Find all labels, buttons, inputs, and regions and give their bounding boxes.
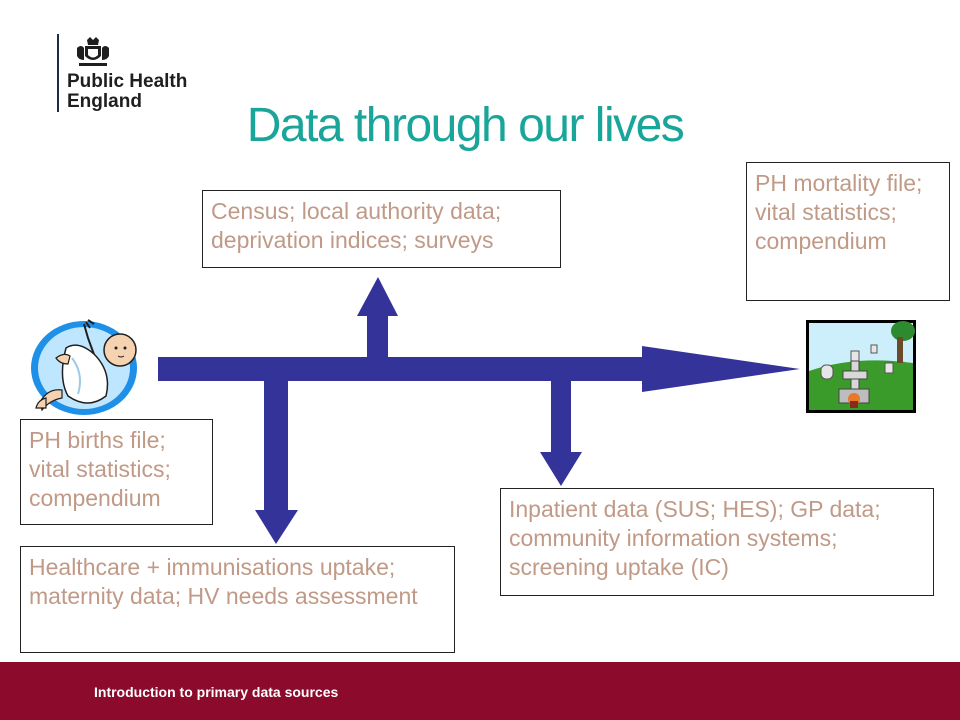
timeline-arrow [158, 346, 800, 392]
healthcare-arrowhead [255, 510, 298, 544]
graveyard-icon [806, 320, 916, 413]
inpatient-data-box: Inpatient data (SUS; HES); GP data; comm… [500, 488, 934, 596]
inpatient-arrow [540, 378, 582, 486]
logo-text: Public Health England [67, 72, 187, 112]
census-data-box: Census; local authority data; deprivatio… [202, 190, 561, 268]
census-arrow [357, 277, 398, 360]
page-title: Data through our lives [246, 99, 685, 152]
footer-text: Introduction to primary data sources [94, 684, 339, 700]
healthcare-arrow [255, 378, 298, 544]
census-arrow-shaft [367, 315, 388, 360]
census-arrowhead [357, 277, 398, 316]
baby-icon [31, 319, 137, 415]
timeline-arrowhead [642, 346, 800, 392]
timeline-shaft [158, 357, 643, 381]
inpatient-arrowhead [540, 452, 582, 486]
healthcare-data-box: Healthcare + immunisations uptake; mater… [20, 546, 455, 653]
logo-line-2: England [67, 91, 142, 112]
royal-crest-icon [77, 37, 109, 66]
footer-bar: Introduction to primary data sources [0, 662, 960, 720]
inpatient-arrow-shaft [551, 378, 571, 454]
logo-line-1: Public Health [67, 71, 188, 92]
births-data-box: PH births file; vital statistics; compen… [20, 419, 213, 525]
mortality-data-box: PH mortality file; vital statistics; com… [746, 162, 950, 301]
healthcare-arrow-shaft [264, 378, 288, 512]
logo-rule [57, 34, 59, 112]
